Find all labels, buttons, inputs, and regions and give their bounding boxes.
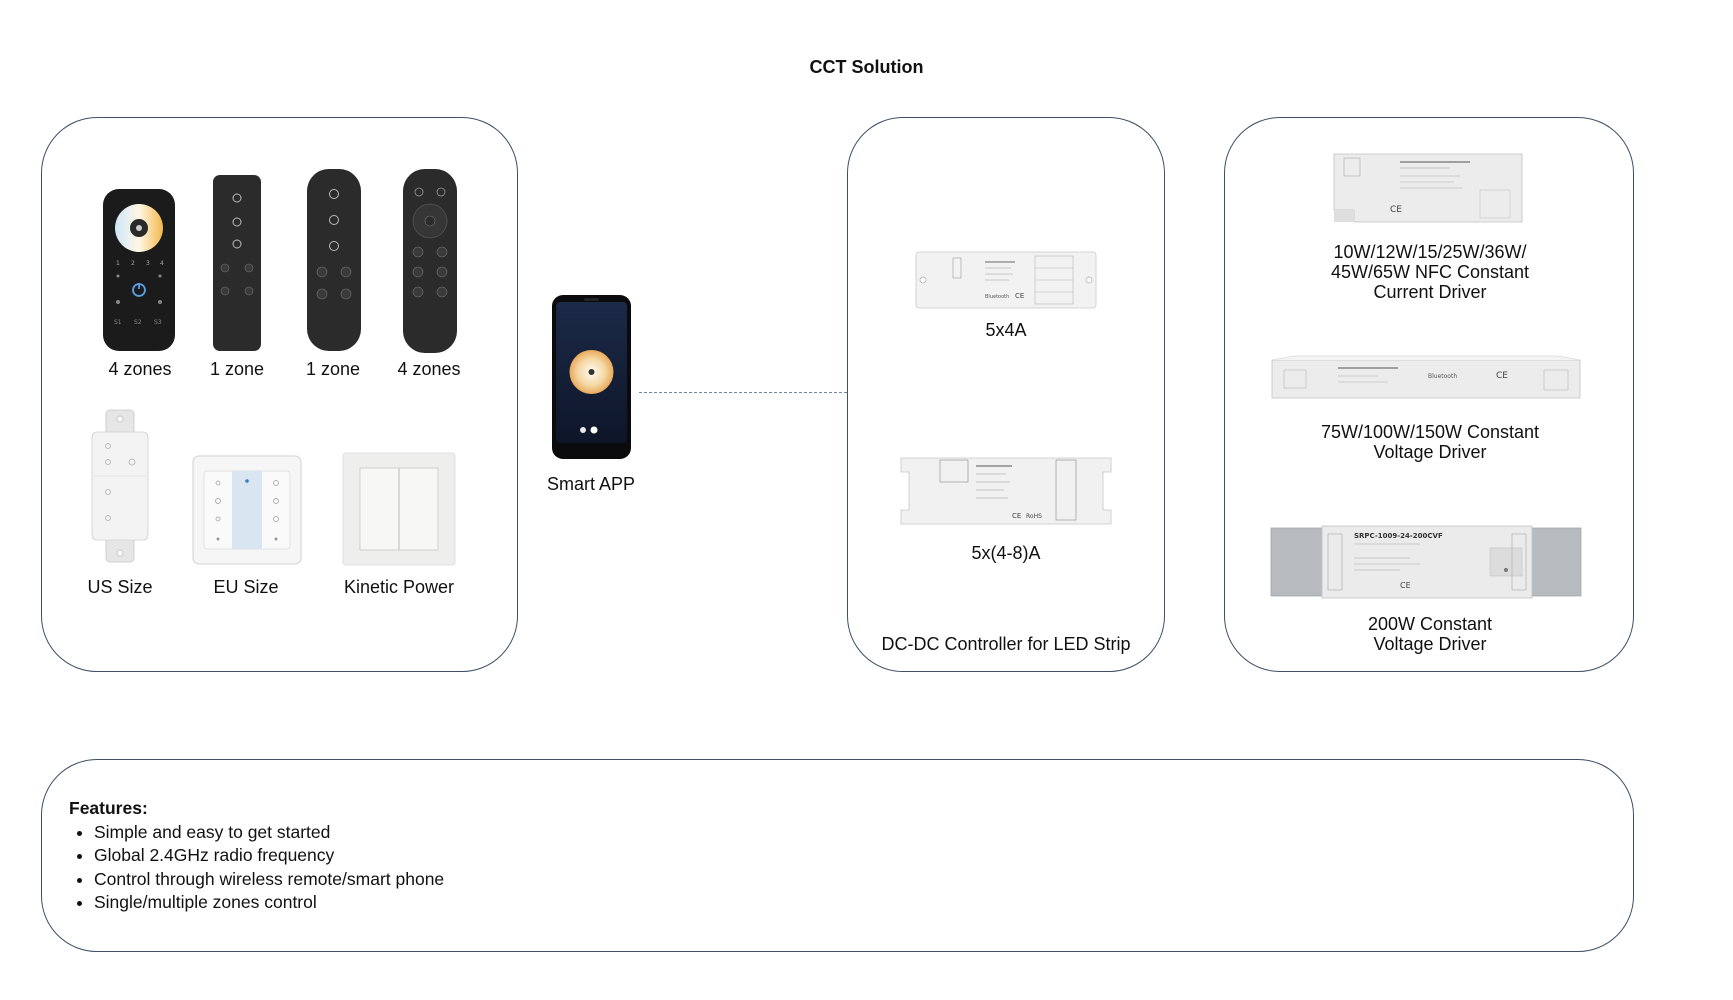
controllers-caption: DC-DC Controller for LED Strip (881, 634, 1131, 654)
zone-key-1: 1 (116, 260, 120, 267)
remote-4zone-rounded (403, 169, 457, 353)
driver-1-line-1: 10W/12W/15/25W/36W/ (1333, 242, 1527, 262)
wall-panel-eu (192, 455, 302, 565)
driver-2-line-2: Voltage Driver (1373, 442, 1487, 462)
feature-item: Single/multiple zones control (94, 891, 444, 915)
zone-key-2: 2 (131, 260, 135, 267)
ce-mark: CE (1015, 292, 1024, 300)
ce-mark-2: CE (1012, 512, 1021, 520)
remotes-panel (41, 117, 518, 672)
zone-key-3: 3 (146, 260, 150, 267)
features-heading: Features: (69, 798, 148, 818)
driver-1-line-2: 45W/65W NFC Constant (1330, 262, 1530, 282)
remote-4zone-wheel: 1 2 3 4 S1 S2 S3 (103, 189, 175, 351)
zone-key-4: 4 (160, 260, 164, 267)
driver-1-line-3: Current Driver (1373, 282, 1487, 302)
driver-label-3: 200W Constant Voltage Driver (1300, 614, 1560, 654)
panel-label-us: US Size (87, 577, 153, 597)
driver-3-line-2: Voltage Driver (1373, 634, 1487, 654)
controller-label-1: 5x4A (985, 320, 1027, 340)
panel-label-eu: EU Size (213, 577, 279, 597)
driver-label-1: 10W/12W/15/25W/36W/ 45W/65W NFC Constant… (1300, 242, 1560, 302)
features-block: Features: Simple and easy to get started… (69, 797, 444, 915)
remote-label-4: 4 zones (397, 359, 461, 379)
remote-1zone-rounded (307, 169, 361, 351)
driver-nfc-constant-current: CE (1333, 153, 1523, 223)
scene-key-s3: S3 (154, 319, 162, 326)
app-to-controller-connector (639, 392, 847, 393)
feature-item: Simple and easy to get started (94, 821, 444, 845)
features-list: Simple and easy to get started Global 2.… (69, 821, 444, 915)
driver-3-line-1: 200W Constant (1367, 614, 1493, 634)
driver-75-150w-cv: Bluetooth CE (1271, 355, 1581, 399)
feature-item: Global 2.4GHz radio frequency (94, 844, 444, 868)
smartphone-icon (552, 295, 631, 459)
wall-panel-us (91, 409, 149, 563)
features-panel (41, 759, 1634, 952)
scene-key-s1: S1 (114, 319, 122, 326)
page-title: CCT Solution (809, 57, 924, 77)
driver-2-line-1: 75W/100W/150W Constant (1320, 422, 1540, 442)
remote-label-3: 1 zone (305, 359, 361, 379)
scene-key-s2: S2 (134, 319, 142, 326)
remote-label-2: 1 zone (209, 359, 265, 379)
controller-5x4-8a: CE RoHS (900, 457, 1112, 525)
feature-item: Control through wireless remote/smart ph… (94, 868, 444, 892)
remote-label-1: 4 zones (108, 359, 172, 379)
wall-panel-kinetic (342, 452, 456, 566)
driver-200w-cv: SRPC-1009-24-200CVF CE (1270, 525, 1582, 599)
driver3-model: SRPC-1009-24-200CVF (1354, 532, 1443, 540)
panel-label-kinetic: Kinetic Power (343, 577, 455, 597)
smart-app-label: Smart APP (546, 474, 636, 494)
controllers-panel (847, 117, 1165, 672)
driver2-bluetooth: Bluetooth (1428, 373, 1457, 380)
driver3-ce: CE (1400, 581, 1411, 590)
driver-label-2: 75W/100W/150W Constant Voltage Driver (1300, 422, 1560, 462)
controller-label-2: 5x(4-8)A (971, 543, 1041, 563)
controller-5x4a: Bluetooth CE (915, 251, 1097, 309)
remote-1zone-slim (213, 175, 261, 351)
driver2-ce: CE (1496, 371, 1508, 381)
drivers-panel (1224, 117, 1634, 672)
bluetooth-mark: Bluetooth (985, 294, 1009, 300)
rohs-mark: RoHS (1026, 513, 1042, 520)
driver1-ce: CE (1390, 205, 1402, 215)
